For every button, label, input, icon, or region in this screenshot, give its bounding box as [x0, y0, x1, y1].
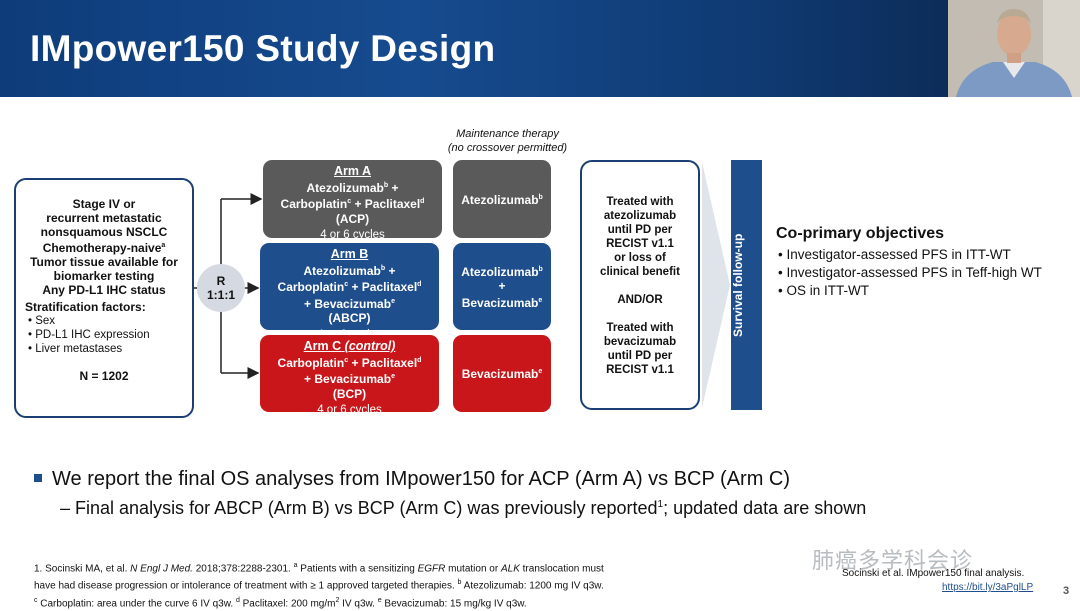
- patient-line: nonsquamous NSCLC: [40, 225, 168, 239]
- presenter-video-thumbnail: [948, 0, 1080, 97]
- arm-b-maintenance-box: Atezolizumabb + Bevacizumabe: [453, 243, 551, 330]
- arm-b-title: Arm B: [330, 247, 369, 261]
- arm-b-induction-box: Arm B Atezolizumabb + Carboplatinc + Pac…: [260, 243, 439, 341]
- strat-item: • PD-L1 IHC expression: [28, 329, 150, 341]
- arm-c-maintenance-box: Bevacizumabe: [453, 335, 551, 412]
- patient-line: biomarker testing: [53, 269, 155, 283]
- patient-line: Chemotherapy-naivea: [42, 241, 166, 255]
- stratification-title: Stratification factors:: [25, 300, 146, 314]
- coprimary-objectives-title: Co-primary objectives: [776, 225, 945, 242]
- transition-chevron: [702, 162, 730, 408]
- patient-line: recurrent metastatic: [46, 211, 162, 225]
- footnotes: 1. Socinski MA, et al. N Engl J Med. 201…: [34, 562, 604, 609]
- patient-population-box: Stage IV or recurrent metastatic nonsqua…: [14, 178, 194, 418]
- reference-link[interactable]: https://bit.ly/3aPglLP: [942, 582, 1034, 593]
- arm-c-title: Arm C (control): [303, 339, 396, 353]
- arm-a-induction-box: Arm A Atezolizumabb + Carboplatinc + Pac…: [263, 160, 442, 241]
- presenter-image: [948, 0, 1080, 97]
- and-or-label: AND/OR: [617, 294, 663, 306]
- reference-text: Socinski et al. IMpower150 final analysi…: [842, 568, 1025, 579]
- page-number: 3: [1063, 585, 1070, 597]
- sub-bullet: – Final analysis for ABCP (Arm B) vs BCP…: [60, 498, 867, 518]
- sample-size: N = 1202: [79, 369, 129, 383]
- arm-a-maintenance-box: Atezolizumabb: [453, 160, 551, 238]
- arm-c-induction-box: Arm C (control) Carboplatinc + Paclitaxe…: [260, 335, 439, 416]
- slide-title: IMpower150 Study Design: [30, 28, 496, 69]
- bullet-square-icon: [34, 473, 42, 482]
- patient-line: Any PD-L1 IHC status: [42, 283, 166, 297]
- strat-item: • Sex: [28, 315, 56, 327]
- wechat-watermark: 肺癌多学科会诊: [812, 548, 974, 573]
- objective-item: • Investigator-assessed PFS in ITT-WT: [778, 247, 1011, 262]
- objective-item: • Investigator-assessed PFS in Teff-high…: [778, 265, 1042, 280]
- main-bullet: We report the final OS analyses from IMp…: [34, 468, 790, 491]
- patient-line: Stage IV or: [72, 197, 136, 211]
- maintenance-therapy-header: Maintenance therapy (no crossover permit…: [447, 128, 568, 154]
- objective-item: • OS in ITT-WT: [778, 283, 869, 298]
- survival-follow-up-bar: [731, 160, 762, 410]
- patient-line: Tumor tissue available for: [30, 255, 178, 269]
- randomization-circle: R 1:1:1: [197, 264, 245, 312]
- strat-item: • Liver metastases: [28, 343, 123, 355]
- treatment-duration-box: Treated with atezolizumab until PD per R…: [580, 160, 700, 410]
- title-bar: [0, 0, 1080, 97]
- survival-follow-up-label: Survival follow-up: [731, 233, 745, 337]
- arm-a-title: Arm A: [333, 164, 372, 178]
